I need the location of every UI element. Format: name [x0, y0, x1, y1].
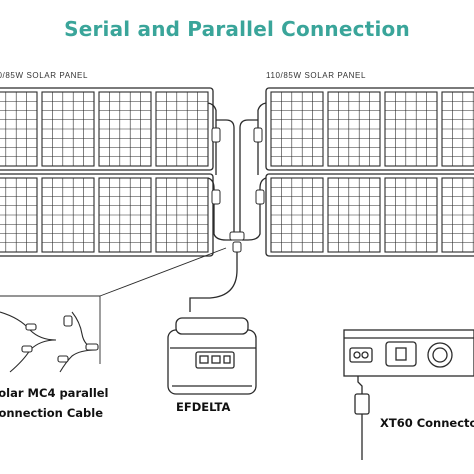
bottom-cable-left [213, 213, 232, 241]
left-top-panel-cable [207, 102, 217, 111]
page-title: Serial and Parallel Connection [64, 17, 410, 41]
mc4-connectors [211, 127, 265, 253]
xt60-plug [354, 393, 370, 415]
efdelta-caption: EFDELTA [176, 400, 231, 414]
bottom-cable-right [242, 213, 261, 241]
efdelta-device [167, 317, 257, 395]
mc4-connector [253, 127, 263, 143]
cable-caption-line-1: Solar MC4 parallel [0, 386, 109, 400]
mc4-connector [229, 231, 245, 241]
right-top-panel-cable [257, 102, 267, 111]
mc4-connector [255, 189, 265, 205]
solar-panels [0, 87, 474, 257]
mid-right-cable [259, 177, 267, 213]
xt60-port [349, 347, 373, 363]
mid-left-cable [207, 177, 215, 213]
mc4-connector [211, 189, 221, 205]
to-efdelta-cable [189, 248, 238, 312]
right-panel-label: 110/85W SOLAR PANEL [266, 71, 367, 80]
mc4-connector [232, 241, 242, 253]
callout-frame [0, 295, 101, 364]
left-panel-label: 110/85W SOLAR PANEL [0, 71, 89, 80]
top-parallel-cable [216, 119, 258, 233]
xt60-box [343, 329, 474, 415]
mc4-cable-illustration [0, 311, 99, 373]
xt60-caption: XT60 Connector [380, 416, 474, 430]
efdelta-handle [175, 317, 249, 335]
callout-line [99, 247, 227, 297]
mc4-connector [211, 127, 221, 143]
cable-caption-line-2: Connection Cable [0, 406, 104, 420]
